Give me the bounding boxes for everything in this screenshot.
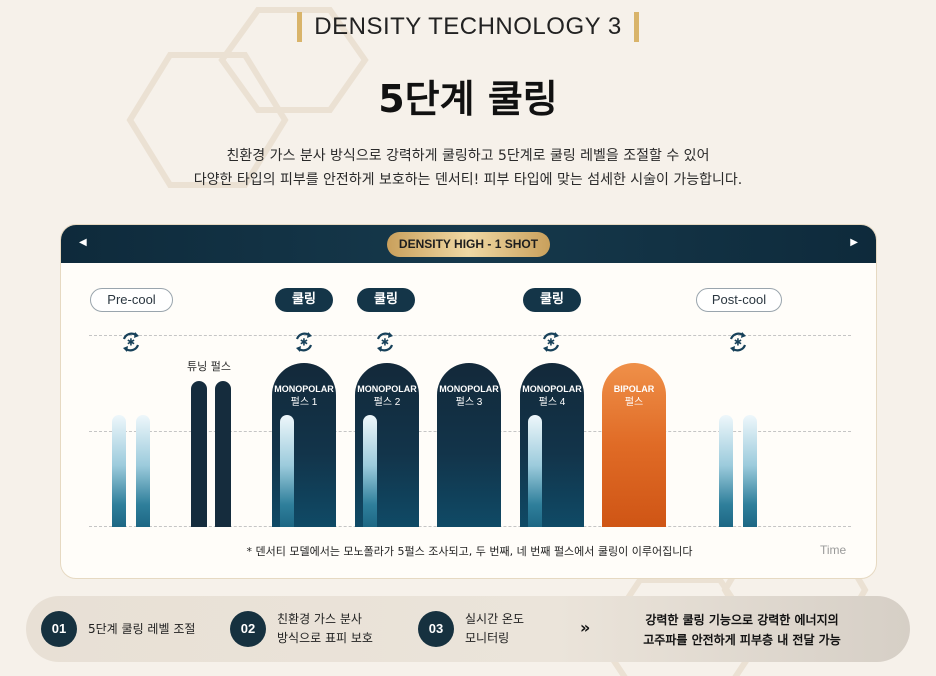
feature-summary-bar: 01 5단계 쿨링 레벨 조절 02 친환경 가스 분사 방식으로 표피 보호 … xyxy=(26,596,910,662)
tuning-pulse-bar xyxy=(191,381,207,527)
post-cool-bar xyxy=(743,415,757,527)
section-tag: DENSITY TECHNOLOGY 3 xyxy=(0,12,936,42)
phase-cooling-1: 쿨링 xyxy=(275,288,333,312)
svg-text:✱: ✱ xyxy=(734,338,742,349)
time-axis-label: Time xyxy=(820,543,847,557)
monopolar-pulse-3: MONOPOLAR 펄스 3 xyxy=(437,363,501,527)
cooling-snowflake-icon: ✱ xyxy=(376,332,394,352)
pulse-4-name: 펄스 4 xyxy=(538,397,566,408)
result-text: 강력한 쿨링 기능으로 강력한 에너지의 고주파를 안전하게 피부층 내 전달 … xyxy=(632,610,852,650)
monopolar-pulse-1: MONOPOLAR 펄스 1 xyxy=(272,363,336,527)
page-title: 5단계 쿨링 xyxy=(378,77,558,121)
svg-text:✱: ✱ xyxy=(381,338,389,349)
footnote: * 덴서티 모델에서는 모노폴라가 5펄스 조사되고, 두 번째, 네 번째 펄… xyxy=(246,545,693,558)
svg-text:✱: ✱ xyxy=(547,338,555,349)
phase-post-cool: Post-cool xyxy=(696,288,782,312)
step-01-badge: 01 xyxy=(41,611,77,647)
result-line-1: 강력한 쿨링 기능으로 강력한 에너지의 xyxy=(645,613,839,627)
tuning-pulse-label: 튜닝 펄스 xyxy=(187,360,231,373)
pre-cool-bar xyxy=(136,415,150,527)
monopolar-pulse-4: MONOPOLAR 펄스 4 xyxy=(520,363,584,527)
pulse-3-name: 펄스 3 xyxy=(455,397,483,408)
cooling-snowflake-icon: ✱ xyxy=(122,332,140,352)
grid-line-top xyxy=(89,335,851,336)
tuning-pulse-bar xyxy=(215,381,231,527)
chevron-right-icon: » xyxy=(580,618,591,637)
cooling-snowflake-icon: ✱ xyxy=(729,332,747,352)
step-02-line-2: 방식으로 표피 보호 xyxy=(277,631,373,645)
pulse-4-type: MONOPOLAR xyxy=(522,384,582,394)
section-tag-text: DENSITY TECHNOLOGY 3 xyxy=(314,13,622,40)
description: 친환경 가스 분사 방식으로 강력하게 쿨링하고 5단계로 쿨링 레벨을 조절할… xyxy=(0,144,936,192)
step-03-line-1: 실시간 온도 xyxy=(465,612,525,626)
arrow-right-icon[interactable]: ▶ xyxy=(850,237,858,248)
pulse-1-name: 펄스 1 xyxy=(290,397,318,408)
shot-mode-pill: DENSITY HIGH - 1 SHOT xyxy=(387,232,550,257)
svg-text:✱: ✱ xyxy=(300,338,308,349)
step-03-line-2: 모니터링 xyxy=(465,631,510,645)
cooling-bar xyxy=(280,415,294,527)
step-02-text: 친환경 가스 분사 방식으로 표피 보호 xyxy=(277,610,373,648)
result-line-2: 고주파를 안전하게 피부층 내 전달 가능 xyxy=(643,633,841,647)
step-03-text: 실시간 온도 모니터링 xyxy=(465,610,524,648)
pulse-2-name: 펄스 2 xyxy=(373,397,401,408)
step-02-badge: 02 xyxy=(230,611,266,647)
post-cool-bar xyxy=(719,415,733,527)
step-01-text: 5단계 쿨링 레벨 조절 xyxy=(88,622,196,636)
step-03-badge: 03 xyxy=(418,611,454,647)
tag-bar-left xyxy=(297,12,303,42)
cooling-diagram-panel: ◀ ▶ DENSITY HIGH - 1 SHOT Pre-cool 쿨링 쿨링… xyxy=(60,224,877,579)
cooling-snowflake-icon: ✱ xyxy=(295,332,313,352)
pulse-3-label: MONOPOLAR 펄스 3 xyxy=(437,383,501,409)
pulse-1-label: MONOPOLAR 펄스 1 xyxy=(272,383,336,409)
step-02-line-1: 친환경 가스 분사 xyxy=(277,612,362,626)
bipolar-pulse: BIPOLAR 펄스 xyxy=(602,363,666,527)
panel-header-bar: ◀ ▶ DENSITY HIGH - 1 SHOT xyxy=(61,225,876,263)
phase-cooling-3: 쿨링 xyxy=(523,288,581,312)
description-line-1: 친환경 가스 분사 방식으로 강력하게 쿨링하고 5단계로 쿨링 레벨을 조절할… xyxy=(226,148,710,164)
cooling-bar xyxy=(363,415,377,527)
pre-cool-bar xyxy=(112,415,126,527)
pulse-2-type: MONOPOLAR xyxy=(357,384,417,394)
pulse-4-label: MONOPOLAR 펄스 4 xyxy=(520,383,584,409)
cooling-snowflake-icon: ✱ xyxy=(542,332,560,352)
svg-text:✱: ✱ xyxy=(127,338,135,349)
pulse-3-type: MONOPOLAR xyxy=(439,384,499,394)
description-line-2: 다양한 타입의 피부를 안전하게 보호하는 덴서티! 피부 타입에 맞는 섬세한… xyxy=(193,172,743,188)
arrow-left-icon[interactable]: ◀ xyxy=(79,237,87,248)
tag-bar-right xyxy=(633,12,639,42)
phase-pre-cool: Pre-cool xyxy=(90,288,173,312)
pulse-1-type: MONOPOLAR xyxy=(274,384,334,394)
cooling-bar xyxy=(528,415,542,527)
phase-cooling-2: 쿨링 xyxy=(357,288,415,312)
pulse-2-label: MONOPOLAR 펄스 2 xyxy=(355,383,419,409)
monopolar-pulse-2: MONOPOLAR 펄스 2 xyxy=(355,363,419,527)
bipolar-type: BIPOLAR xyxy=(613,384,655,394)
bipolar-name: 펄스 xyxy=(624,397,644,408)
bipolar-label: BIPOLAR 펄스 xyxy=(602,383,666,409)
